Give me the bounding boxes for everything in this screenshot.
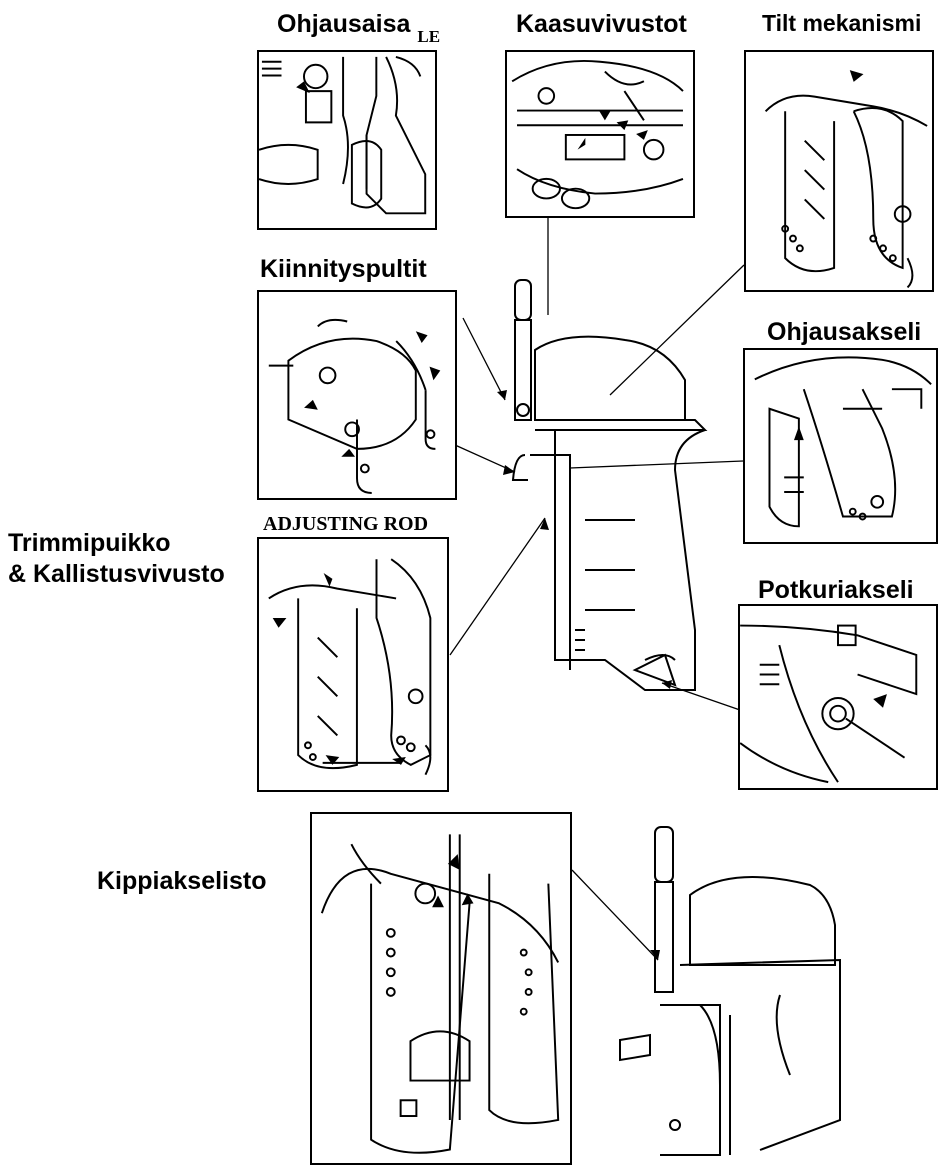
panel-kippiakselisto (310, 812, 572, 1165)
outboard-motor-illustration (511, 279, 708, 691)
label-potkuriakseli: Potkuriakseli (758, 576, 914, 604)
arrow-icon (503, 465, 515, 475)
propeller-shaft-illustration (740, 624, 918, 784)
label-trimmipuikko: Trimmipuikko & Kallistusvivusto (8, 528, 225, 590)
panel-kaasuvivustot (505, 50, 695, 218)
arrow-icon (304, 331, 441, 457)
panel-potkuriakseli (738, 604, 938, 790)
label-tilt: Tilt mekanismi (762, 10, 922, 36)
outboard-motor-tilt-view (619, 826, 841, 1156)
tilt-shaft-illustration (320, 834, 560, 1154)
leader-tilt (609, 264, 745, 396)
leader-kiinnityspultit (462, 317, 506, 401)
panel-tilt (744, 50, 934, 292)
panel-ohjausakseli (743, 348, 938, 544)
label-ohjausaisa-suffix: LE (417, 27, 441, 46)
label-kippiakselisto: Kippiakselisto (97, 867, 267, 895)
mounting-bolts-illustration (268, 318, 441, 494)
arrow-icon (793, 426, 804, 441)
label-kiinnityspultit: Kiinnityspultit (260, 255, 427, 283)
label-kaasuvivustot: Kaasuvivustot (516, 10, 687, 38)
arrow-icon (296, 81, 310, 94)
label-trimmipuikko-line2: & Kallistusvivusto (8, 560, 225, 588)
steering-shaft-illustration (754, 356, 932, 528)
tilt-mechanism-illustration (764, 70, 928, 289)
panel-adjusting-rod (257, 537, 449, 792)
arrow-icon (873, 694, 887, 708)
arrow-icon (849, 70, 864, 82)
label-ohjausakseli: Ohjausakseli (767, 318, 922, 346)
throttle-linkage-illustration (511, 60, 684, 210)
label-adjusting-rod: ADJUSTING ROD (263, 513, 429, 535)
steering-bracket-illustration (259, 55, 427, 215)
label-ohjausaisa: Ohjausaisa LE (277, 10, 441, 46)
arrow-icon (497, 390, 507, 400)
arrow-icon (272, 572, 406, 765)
leader-potkuriakseli (661, 682, 741, 711)
arrow-icon (577, 110, 648, 150)
trim-rod-illustration (268, 558, 432, 776)
leader-kippiakselisto (571, 869, 659, 961)
leader-adjusting-rod (449, 517, 546, 656)
panel-kiinnityspultit (257, 290, 457, 500)
panel-ohjausaisa (257, 50, 437, 230)
arrow-icon (432, 854, 474, 908)
leader-ohjausakseli (569, 460, 744, 469)
arrow-icon (540, 518, 549, 530)
label-trimmipuikko-line1: Trimmipuikko (8, 529, 171, 557)
